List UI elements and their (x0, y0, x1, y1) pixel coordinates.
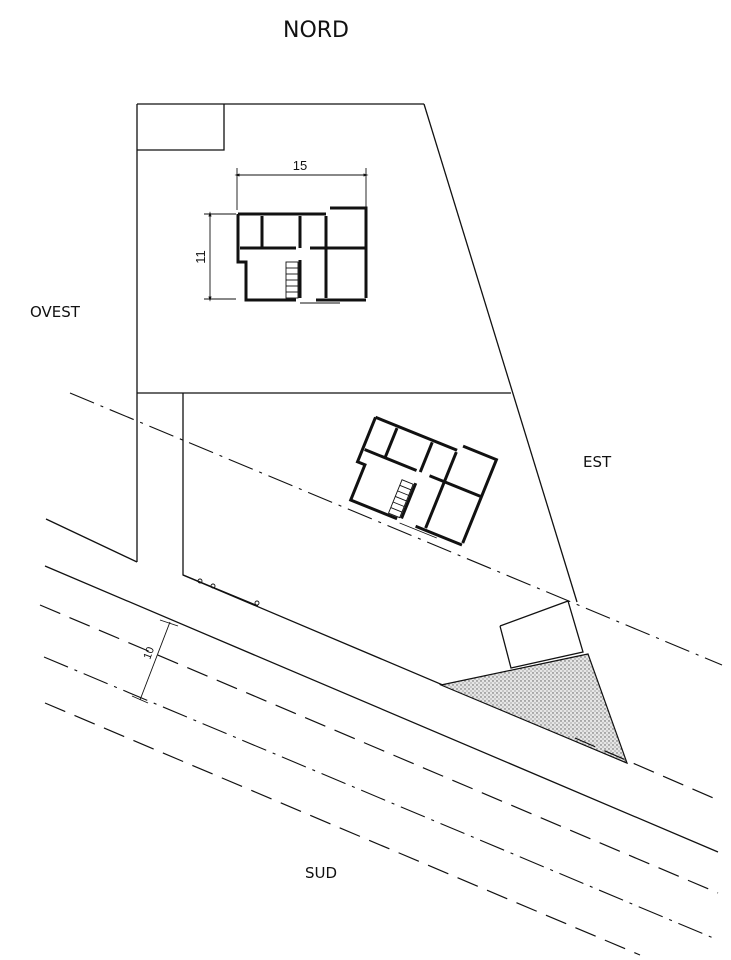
house-plan-north: 15 11 (193, 158, 369, 304)
west-label: OVEST (30, 303, 81, 321)
road-width-dimension: 10 (131, 619, 179, 704)
east-label: EST (583, 453, 612, 471)
west-fence (45, 393, 260, 607)
axis-line-upper (69, 392, 723, 666)
road-lane-line (39, 604, 719, 894)
road (39, 565, 719, 956)
road-lane-extension (574, 737, 719, 801)
corner-annex-box (137, 104, 225, 151)
road-edge-north (44, 565, 719, 853)
road-edge-south (44, 702, 641, 956)
stair-north (285, 261, 299, 299)
house-plan-south (348, 415, 499, 547)
south-label: SUD (305, 864, 337, 882)
stair-south (387, 479, 414, 519)
north-lot-boundary (136, 103, 578, 603)
road-width-label: 10 (142, 645, 157, 661)
road-axis-line (43, 656, 719, 941)
hatched-triangle (438, 653, 629, 765)
house-width-label: 15 (293, 158, 307, 173)
house-depth-label: 11 (193, 250, 208, 264)
north-label: NORD (283, 18, 349, 43)
garage-box (499, 600, 584, 669)
